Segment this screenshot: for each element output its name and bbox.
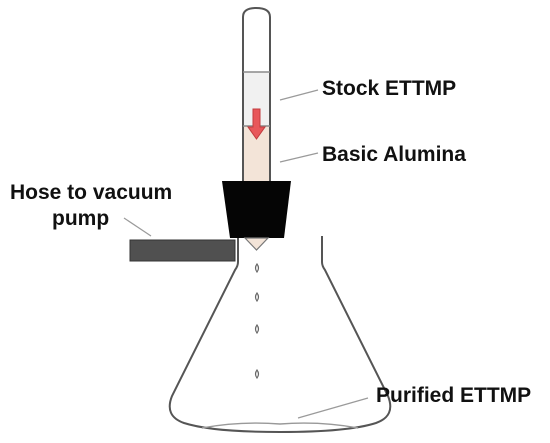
alumina-leader-line xyxy=(279,152,319,163)
drop xyxy=(254,262,260,274)
drop xyxy=(254,291,260,303)
column-tip xyxy=(243,237,270,251)
basic-alumina-label: Basic Alumina xyxy=(322,143,466,166)
vacuum-hose xyxy=(129,239,236,262)
stock-ettmp-label: Stock ETTMP xyxy=(322,77,456,100)
hose-label-line2: pump xyxy=(52,207,109,230)
purified-leader-line xyxy=(297,397,369,419)
flow-arrow xyxy=(247,108,266,140)
drop xyxy=(254,368,260,380)
purified-ettmp-label: Purified ETTMP xyxy=(376,384,531,407)
rubber-stopper xyxy=(222,181,291,238)
stock-leader-line xyxy=(279,89,319,101)
purified-liquid xyxy=(201,422,359,429)
hose-leader-line xyxy=(123,217,152,237)
drop xyxy=(254,323,260,335)
erlenmeyer-flask xyxy=(168,236,392,434)
hose-label-line1: Hose to vacuum xyxy=(10,181,172,204)
